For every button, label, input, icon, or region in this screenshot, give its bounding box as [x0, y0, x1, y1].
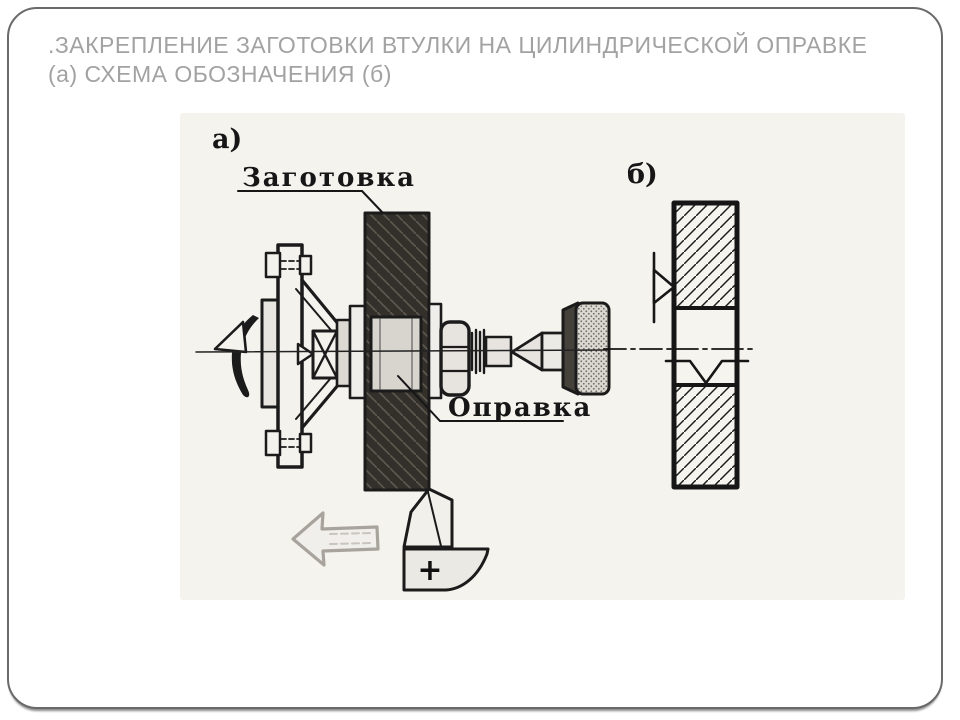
- faceplate: [260, 243, 346, 469]
- panel-b: б): [603, 159, 753, 490]
- clamping-nut: [427, 302, 513, 400]
- rotation-arrow-icon: [213, 315, 259, 398]
- fixed-support-symbol: [652, 251, 676, 324]
- panel-b-label: б): [627, 159, 658, 190]
- symbol-body: [671, 200, 740, 490]
- cutting-tool: [402, 487, 490, 592]
- panel-a: а): [195, 124, 611, 592]
- slide-title: .ЗАКРЕПЛЕНИЕ ЗАГОТОВКИ ВТУЛКИ НА ЦИЛИНДР…: [48, 31, 918, 89]
- tool-holder: [402, 547, 490, 592]
- feed-arrow-icon: [291, 511, 380, 567]
- tailstock-handwheel: [561, 301, 611, 396]
- mandrel-label: Оправка: [448, 393, 592, 423]
- figure-scan: а): [180, 113, 905, 600]
- tailstock-center: [510, 331, 568, 372]
- workpiece-callout: Заготовка: [237, 163, 416, 213]
- title-line-1: .ЗАКРЕПЛЕНИЕ ЗАГОТОВКИ ВТУЛКИ НА ЦИЛИНДР…: [48, 32, 868, 58]
- axis-line: [195, 349, 609, 353]
- mandrel: [369, 315, 423, 393]
- center-support-v-mark: [664, 359, 750, 385]
- lathe-mandrel-diagram: а): [195, 124, 753, 592]
- mandrel-callout: Оправка: [397, 375, 592, 423]
- title-line-2: (а) СХЕМА ОБОЗНАЧЕНИЯ (б): [48, 61, 392, 87]
- panel-a-label: а): [212, 124, 242, 155]
- workpiece-label: Заготовка: [242, 163, 416, 193]
- tool-holder-plus: +: [417, 553, 442, 588]
- drive-center: [311, 304, 367, 400]
